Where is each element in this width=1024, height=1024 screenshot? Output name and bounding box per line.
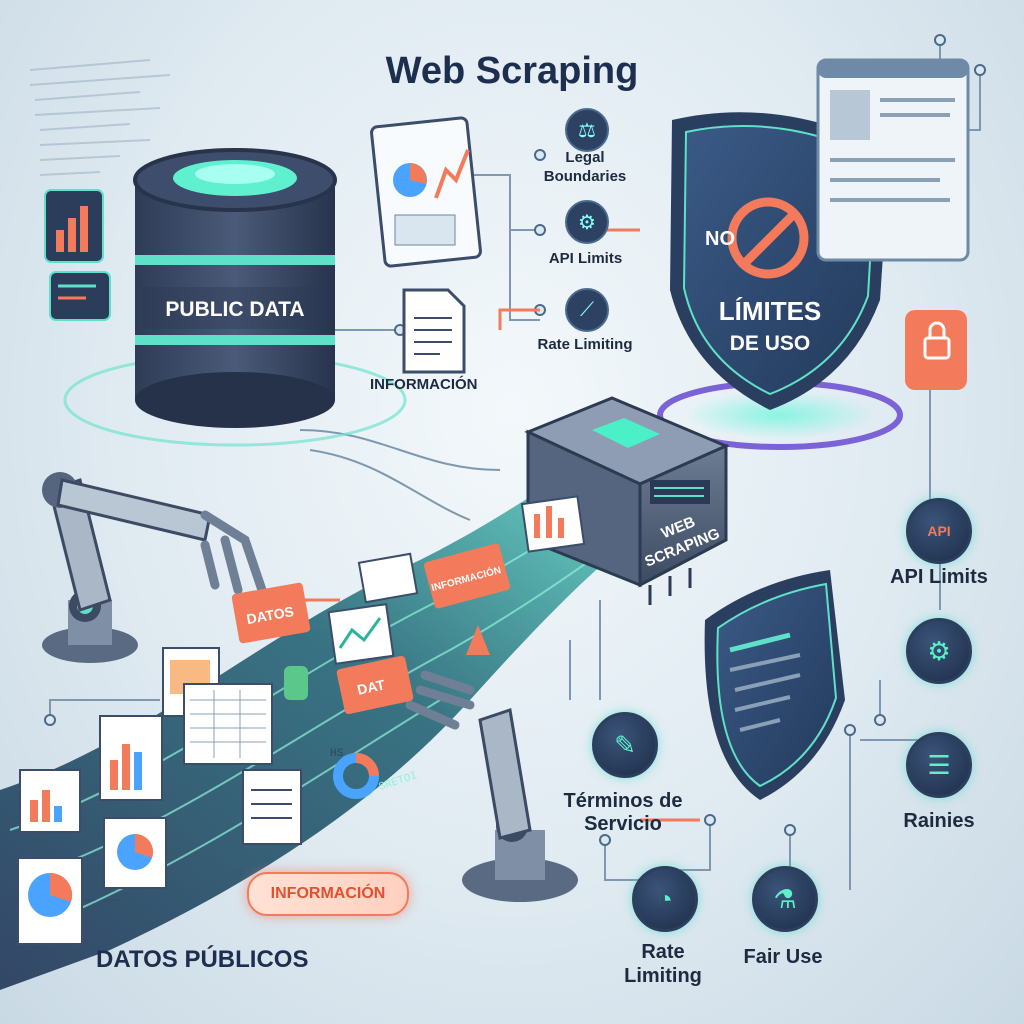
circuit-nodes bbox=[44, 34, 986, 846]
database-icon: ☰ bbox=[906, 732, 972, 798]
data-stream bbox=[0, 450, 720, 990]
robot-arm-right bbox=[405, 670, 578, 902]
lock-badge bbox=[905, 310, 967, 390]
card-datos bbox=[231, 582, 311, 644]
gauge-icon: ◔ bbox=[632, 866, 698, 932]
fair-use-label: Fair Use bbox=[743, 946, 823, 968]
shield-limites-label: LÍMITES bbox=[719, 296, 822, 326]
page-title: Web Scraping bbox=[385, 50, 639, 92]
rate-icon: ⟋ bbox=[565, 288, 609, 332]
stream-documents bbox=[17, 647, 302, 945]
terminos-label: Términos de Servicio bbox=[563, 790, 683, 835]
stream-warning-icon bbox=[466, 625, 490, 655]
database-label: PUBLIC DATA bbox=[165, 298, 304, 321]
code-panel bbox=[49, 271, 111, 321]
bar-chart-panel bbox=[44, 189, 104, 263]
shield-small bbox=[704, 570, 845, 800]
legal-boundaries-label: Legal Boundaries bbox=[543, 149, 627, 185]
shield-de-uso-label: DE USO bbox=[730, 332, 811, 355]
robot-arm-left bbox=[42, 472, 267, 663]
flask-icon: ⚗ bbox=[752, 866, 818, 932]
scales-icon: ⚖ bbox=[565, 108, 609, 152]
card-informacion bbox=[424, 543, 510, 609]
rainies-label: Rainies bbox=[903, 810, 975, 832]
stream-chart-cards bbox=[327, 495, 586, 665]
datos-publicos-label: DATOS PÚBLICOS bbox=[96, 946, 309, 973]
rate-limiting-top-label: Rate Limiting bbox=[537, 336, 633, 353]
report-document bbox=[370, 116, 482, 268]
database-cylinder bbox=[63, 148, 407, 447]
settings-gear-icon: ⚙ bbox=[906, 618, 972, 684]
browser-panel bbox=[816, 58, 970, 262]
card-dat bbox=[336, 655, 414, 715]
api-limits-top-label: API Limits bbox=[548, 250, 623, 267]
rate-limiting-bottom-label: Rate Limiting bbox=[624, 941, 702, 987]
scraping-machine bbox=[524, 396, 730, 605]
shield-no-label: NO bbox=[705, 228, 735, 250]
api-icon-text: API bbox=[927, 523, 951, 539]
api-limits-right-label: API Limits bbox=[890, 566, 988, 588]
donut-chart-icon bbox=[333, 753, 379, 799]
stream-cylinder-icon bbox=[284, 666, 308, 700]
gear-icon: ⚙ bbox=[565, 200, 609, 244]
informacion-pill: INFORMACIÓN bbox=[247, 872, 409, 916]
code-lines bbox=[29, 59, 171, 176]
informacion-document bbox=[402, 288, 466, 374]
document-edit-icon: ✎ bbox=[592, 712, 658, 778]
informacion-doc-label: INFORMACIÓN bbox=[370, 376, 478, 393]
api-icon: API bbox=[906, 498, 972, 564]
card-dat-label: DAT bbox=[356, 676, 387, 698]
stream-text-hs: HS bbox=[330, 748, 344, 760]
